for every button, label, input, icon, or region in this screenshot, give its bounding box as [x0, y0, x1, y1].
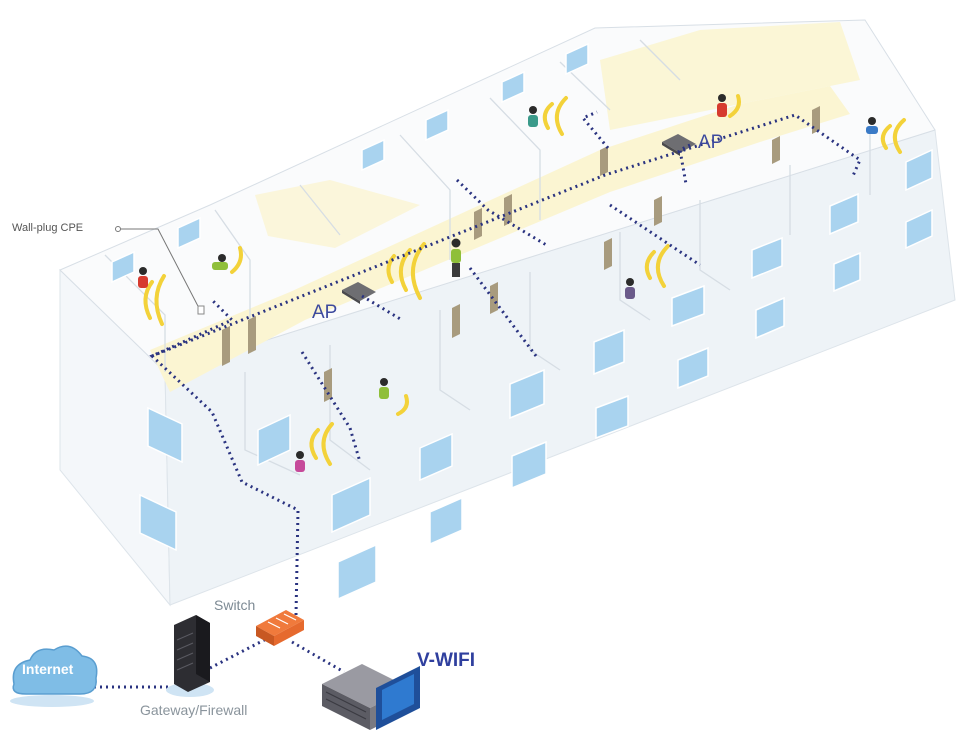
- cpe-callout: [115, 226, 201, 311]
- internet-cloud-icon: [10, 645, 98, 707]
- corridor-left-lobby: [255, 180, 420, 248]
- v-wifi-label: V-WIFI: [417, 650, 476, 671]
- gateway-firewall-label: Gateway/Firewall: [140, 702, 248, 718]
- wall-plug-cpe-device: [197, 305, 205, 315]
- wall-plug-cpe-label: Wall-plug CPE: [12, 222, 84, 234]
- windows: [111, 42, 933, 601]
- switch-icon: [256, 610, 304, 646]
- person-icon: [138, 267, 148, 288]
- internet-label: Internet: [22, 661, 74, 677]
- corridor: [150, 86, 850, 392]
- person-icon: [528, 106, 538, 127]
- gateway-firewall-icon: [166, 615, 214, 697]
- person-icon: [866, 117, 878, 134]
- access-point-left: [342, 282, 376, 304]
- corridor-crossing: [600, 22, 860, 130]
- person-icon: [451, 238, 461, 277]
- access-point-label: AP: [698, 132, 724, 153]
- person-icon: [295, 451, 305, 472]
- access-point-right: [662, 134, 696, 156]
- building: [59, 19, 956, 607]
- person-icon: [212, 254, 228, 270]
- wifi-signals: [143, 94, 906, 466]
- network-cables: [94, 110, 862, 689]
- people: [138, 94, 878, 472]
- person-icon: [717, 94, 727, 117]
- switch-label: Switch: [214, 597, 256, 613]
- access-point-label: AP: [312, 302, 338, 323]
- person-icon: [379, 378, 389, 399]
- v-wifi-server-icon: [322, 664, 420, 730]
- person-icon: [625, 278, 635, 299]
